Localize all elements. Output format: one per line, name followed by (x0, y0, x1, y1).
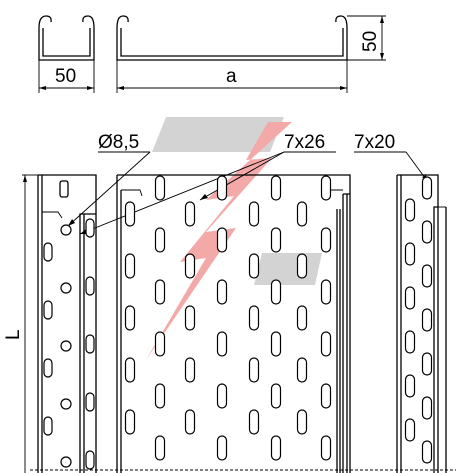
slot-7x26 (216, 227, 228, 253)
slot-side (85, 450, 95, 470)
slot-side (85, 218, 95, 238)
hole-8-5 (60, 340, 72, 352)
slot-side (43, 416, 53, 436)
logo-grey-band-top (152, 117, 284, 152)
slot-7x20 (404, 330, 416, 354)
slot-7x26 (320, 175, 332, 201)
bottom-view-wide (116, 174, 351, 473)
slot-7x26 (296, 201, 308, 227)
slot-7x26 (270, 435, 282, 461)
slot-side (85, 392, 95, 412)
cross-section-wide: a 50 (116, 15, 386, 93)
side-view-narrow (37, 174, 97, 473)
slot-7x20 (404, 374, 416, 398)
slot-7x26 (296, 409, 308, 435)
hole-8-5 (60, 456, 72, 468)
slot-7x26 (216, 175, 228, 201)
slot-7x26 (270, 227, 282, 253)
slot-7x26 (154, 175, 166, 201)
slot-7x26 (216, 331, 228, 357)
slot-7x26 (248, 253, 260, 279)
slot-7x20 (404, 242, 416, 266)
dimension-length: L (3, 174, 38, 473)
slot-7x26 (320, 331, 332, 357)
slot-7x26 (184, 201, 196, 227)
slot-7x26 (270, 331, 282, 357)
label-slot-base: 7x26 (284, 132, 325, 153)
slot-side (43, 358, 53, 378)
slot-7x20 (421, 308, 433, 332)
slot-7x26 (296, 253, 308, 279)
slot-7x26 (184, 357, 196, 383)
slot-7x26 (296, 305, 308, 331)
slot-7x20 (404, 418, 416, 442)
slot-7x26 (248, 409, 260, 435)
slot-7x26 (296, 357, 308, 383)
slot-7x20 (421, 176, 433, 200)
slot-7x26 (184, 409, 196, 435)
slot-7x26 (270, 175, 282, 201)
slot-7x26 (216, 383, 228, 409)
slot-side (85, 334, 95, 354)
slot-7x26 (124, 409, 136, 435)
slot-7x26 (248, 201, 260, 227)
slot-7x26 (320, 279, 332, 305)
slot-7x26 (270, 383, 282, 409)
dim-width-a: a (226, 66, 237, 87)
slot-7x20 (421, 352, 433, 376)
slot-7x26 (320, 435, 332, 461)
cross-section-small: 50 (38, 15, 95, 93)
slot-7x20 (421, 440, 433, 464)
slot-7x20 (421, 264, 433, 288)
slot-7x26 (248, 305, 260, 331)
watermark-logo (146, 117, 322, 360)
slot-7x26 (216, 435, 228, 461)
slot-7x20 (404, 286, 416, 310)
slot-7x26 (154, 383, 166, 409)
slot-7x26 (184, 305, 196, 331)
dim-height-50: 50 (360, 31, 381, 52)
slot-7x26 (320, 227, 332, 253)
slot-7x20 (404, 198, 416, 222)
slot-7x26 (154, 279, 166, 305)
dim-width-50: 50 (55, 66, 76, 87)
slot-7x20 (421, 220, 433, 244)
hole-8-5 (60, 282, 72, 294)
slot-7x26 (124, 201, 136, 227)
slot-7x26 (248, 357, 260, 383)
slot-7x26 (184, 253, 196, 279)
slot-side (85, 276, 95, 296)
slot-7x26 (124, 357, 136, 383)
slot-7x26 (216, 279, 228, 305)
slot-side (43, 300, 53, 320)
slot-7x26 (270, 279, 282, 305)
side-view-right (396, 174, 447, 473)
label-hole-diameter: Ø8,5 (98, 132, 139, 153)
slot-7x26 (154, 331, 166, 357)
slot-7x26 (154, 227, 166, 253)
dim-length-L: L (3, 329, 24, 340)
slot-7x26 (124, 305, 136, 331)
slot-7x26 (124, 253, 136, 279)
slot-7x20 (421, 396, 433, 420)
label-slot-side: 7x20 (354, 132, 395, 153)
slot-7x26 (154, 435, 166, 461)
slot-side (43, 242, 53, 262)
logo-grey-band-bottom (254, 253, 322, 285)
hole-8-5 (60, 398, 72, 410)
hole-8-5 (60, 224, 72, 236)
slot-7x26 (320, 383, 332, 409)
